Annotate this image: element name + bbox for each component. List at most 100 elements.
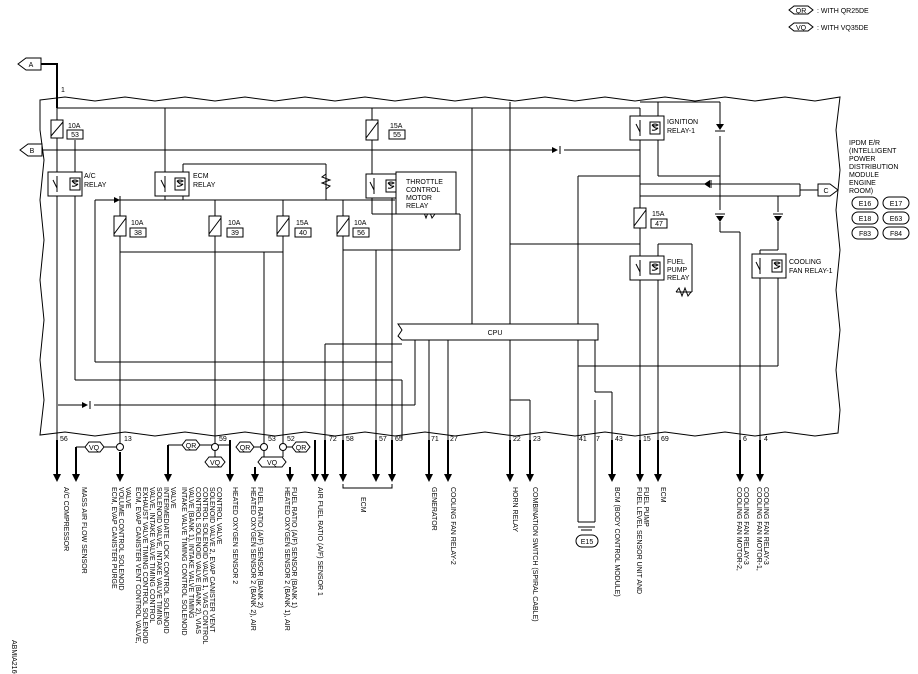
pin-number: 72 [329,436,337,443]
vq-tag: VQ [210,460,221,467]
cpu-label: CPU [488,330,503,337]
fuse-amp: 10A [354,220,367,227]
pin-number: 53 [268,436,276,443]
output-arrows [53,474,764,482]
connector-a-label: A [29,62,34,69]
destination-label: SOLENOID VALVE, INTAKE VALVE TIMING [155,487,162,625]
pin-number: 65 [395,436,403,443]
throttle-control-motor-relay: THROTTLE CONTROL MOTOR RELAY [365,171,457,215]
pin-number: 22 [513,436,521,443]
fuse-56: 10A 56 [336,215,370,238]
fuse-53: 10A 53 [50,119,84,140]
pin-number: 27 [450,436,458,443]
pin-number: 43 [615,436,623,443]
pin-number: 52 [287,436,295,443]
destination-label: MASS AIR FLOW SENSOR [80,487,87,574]
pin-number: 6 [743,436,747,443]
destination-label: FUEL RATIO (A/F) SENSOR (BANK 1) [290,487,297,608]
fuse-amp: 15A [652,211,665,218]
pin-number: 71 [431,436,439,443]
fuse-amp: 15A [296,220,309,227]
ground: E15 [575,526,599,548]
pin-number: 57 [379,436,387,443]
connector-c: C [799,183,839,197]
destination-label: HEATED OXYGEN SENSOR 2 (BANK 1), AIR [283,487,290,631]
destination-label: COOLING FAN RELAY-3 [762,487,769,565]
module-connector-id: E17 [890,201,903,208]
destination-label: ECM [659,487,666,503]
variant-tags: VQ QR VQ QR VQ QR [84,439,311,468]
destination-label: INTAKE VALVE TIMING CONTROL SOLENOID [180,487,187,636]
ecm-relay: ECM RELAY [154,171,216,197]
relay-label: FUEL [667,259,685,266]
relay-label: ECM [193,173,209,180]
fuse-number: 55 [393,132,401,139]
pin-number: 59 [219,436,227,443]
legend-qr-text: : WITH QR25DE [817,8,869,15]
fuse-number: 40 [299,230,307,237]
module-name-line: IPDM E/R [849,140,880,147]
fuse-amp: 10A [68,123,81,130]
ignition-relay: IGNITION RELAY-1 [629,115,698,141]
relay-label: RELAY [667,275,690,282]
internal-wires [42,101,800,440]
module-name-line: POWER [849,156,875,163]
connector-b: B [19,143,43,157]
destination-label: HEATED OXYGEN SENSOR 2 [231,487,238,584]
fuse-number: 56 [357,230,365,237]
pin-number: 41 [579,436,587,443]
destination-label: GENERATOR [430,487,437,531]
vq-tag: VQ [89,445,100,452]
destination-label: VALVE [124,487,131,509]
destination-label: CONTROL SOLENOID VALVE (BANK 2), VIAS [194,487,201,634]
relay-label: PUMP [667,267,688,274]
legend-vq-tag: VQ [796,25,807,32]
ground-id: E15 [581,539,594,546]
module-name-line: MODULE [849,172,879,179]
destination-label: SOLENOID VALVE 2, EVAP CANISTER VENT [208,487,215,633]
destination-label: COOLING FAN RELAY-2 [449,487,456,565]
relay-label: IGNITION [667,119,698,126]
fuse-number: 39 [231,230,239,237]
destination-label: FUEL LEVEL SENSOR UNIT AND [635,487,642,594]
relay-label: MOTOR [406,195,432,202]
fuse-38: 10A 38 [113,215,147,238]
module-name: IPDM E/R (INTELLIGENT POWER DISTRIBUTION… [849,140,898,195]
destination-label: COOLING FAN MOTOR-1, [755,487,762,571]
destination-label: FUEL RATIO (A/F) SENSOR (BANK 2) [256,487,263,608]
fuse-55: 15A 55 [365,119,406,141]
ecm-bracket: ECM [342,484,393,513]
module-connector-id: F83 [859,231,871,238]
cpu-block: CPU [397,323,599,341]
ecm-bracket-label: ECM [359,497,366,513]
pin-number: 13 [124,436,132,443]
destination-label: BCM (BODY CONTROL MODULE) [613,487,620,597]
module-connector-id: E16 [859,201,872,208]
module-connector-id: E63 [890,216,903,223]
destination-label: A/C COMPRESSOR [62,487,69,551]
relay-label: RELAY-1 [667,128,695,135]
legend-qr-tag: QR [796,8,807,15]
module-name-line: ROOM) [849,188,873,195]
output-lines [56,440,761,523]
destination-label: COMBINATION SWITCH (SPIRAL CABLE) [531,487,538,622]
pin-number: 4 [764,436,768,443]
destination-label: ECM, EVAP CANISTER PURGE [110,487,117,589]
fuse-40: 15A 40 [276,215,312,238]
relay-label: FAN RELAY-1 [789,268,833,275]
destination-label: COOLING FAN MOTOR-2, [735,487,742,571]
fuse-47: 15A 47 [633,207,668,229]
destination-label: INTERMEDIATE LOCK CONTROL SOLENOID [162,487,169,634]
fuse-amp: 10A [131,220,144,227]
fuse-amp: 10A [228,220,241,227]
fuse-number: 38 [134,230,142,237]
module-name-line: (INTELLIGENT [849,148,897,155]
diodes [82,124,783,409]
figure-id: ABMIA2160GB [10,640,17,674]
module-name-line: ENGINE [849,180,876,187]
fuel-pump-relay: FUEL PUMP RELAY [629,255,690,282]
destination-label: CONTROL VALVE [215,487,222,545]
pin-numbers: 56 13 59 53 52 72 58 57 65 71 27 22 23 4… [60,436,768,443]
destination-label: COOLING FAN RELAY-3 [742,487,749,565]
